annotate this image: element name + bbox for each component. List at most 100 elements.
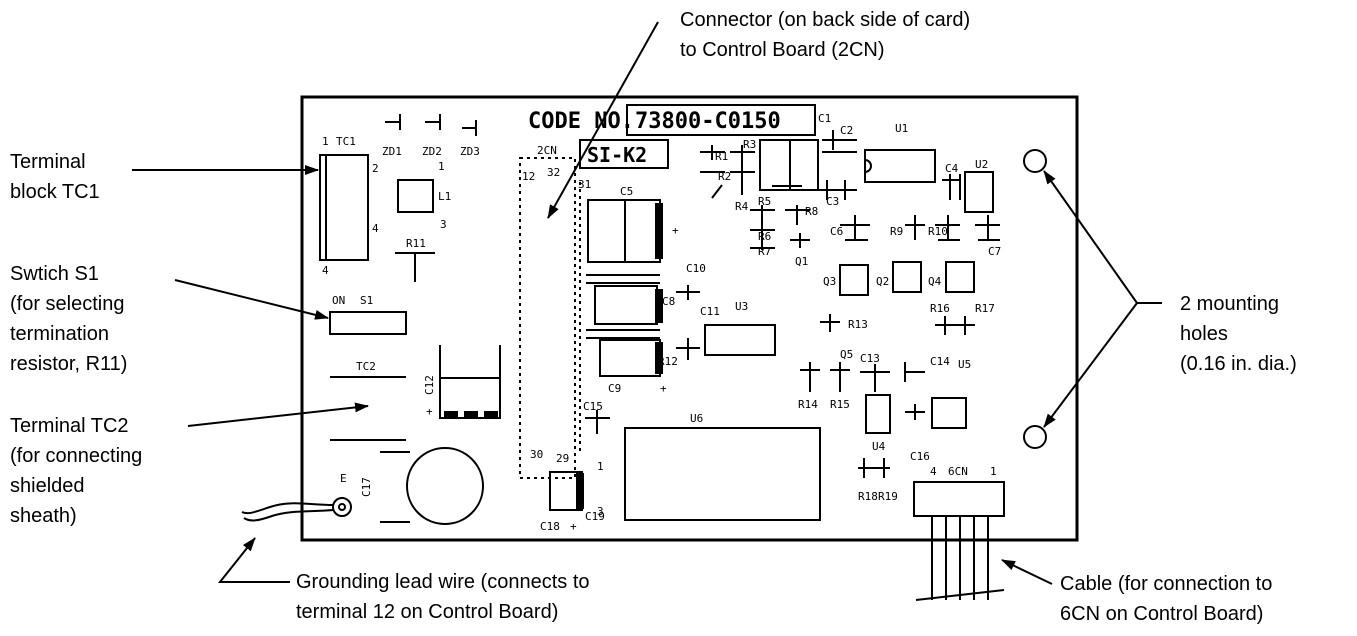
c11-mark: C11 <box>700 305 720 318</box>
r11-mark: R11 <box>406 237 426 250</box>
c8-mark: C8 <box>662 295 675 308</box>
u2-mark: U2 <box>975 158 988 171</box>
c18-band <box>576 473 584 509</box>
c17-mark: C17 <box>360 477 373 497</box>
c12-mark: C12 <box>423 375 436 395</box>
grounding-label-line1: Grounding lead wire (connects to <box>296 571 590 593</box>
c6-mark: C6 <box>830 225 843 238</box>
cn6-pin1: 1 <box>990 465 997 478</box>
connector-label-line2: to Control Board (2CN) <box>680 39 885 61</box>
switch-arrow <box>174 279 329 320</box>
capacitor-c12: C12 + <box>423 345 501 419</box>
switch-label-line2: (for selecting <box>10 293 125 315</box>
c2-mark: C2 <box>840 124 853 137</box>
c18-mark: C18 <box>540 520 560 533</box>
board-outline <box>300 95 1079 542</box>
r7-mark: R7 <box>758 245 771 258</box>
resistor-r11 <box>395 252 435 282</box>
r19-mark: R19 <box>878 490 898 503</box>
model-label: SI-K2 <box>587 143 647 167</box>
r1-mark: R1 <box>715 150 728 163</box>
switch-label-line3: termination <box>10 323 109 345</box>
terminal-tc2-label-line4: sheath) <box>10 505 77 527</box>
c16-mark: C16 <box>910 450 930 463</box>
connector-2cn-outline <box>519 157 576 479</box>
q3-mark: Q3 <box>823 275 836 288</box>
cn2-pin12: 12 <box>522 170 535 183</box>
q1-mark: Q1 <box>795 255 808 268</box>
u6-mark: U6 <box>690 412 703 425</box>
r2-mark: R2 <box>718 170 731 183</box>
code-prefix: CODE NO. <box>528 109 634 134</box>
connector-arrow <box>547 21 659 219</box>
cn2-pin32: 32 <box>547 166 560 179</box>
upper-right-components: R1 R2 R3 R4 R5 R6 R7 R8 C1 C2 C3 U1 C4 U… <box>700 112 1001 296</box>
r6-mark: R6 <box>758 230 771 243</box>
c13-mark: C13 <box>860 352 880 365</box>
inductor-l1 <box>397 179 434 213</box>
c5-plus: + <box>672 224 679 237</box>
ground-eyelet-inner <box>338 503 346 511</box>
c12-plus: + <box>426 405 433 418</box>
capacitor-c10 <box>586 274 660 284</box>
l1-mark: L1 <box>438 190 451 203</box>
u6-pin3: 3 <box>597 505 604 518</box>
c3-mark: C3 <box>826 195 839 208</box>
mounting-arrow-top <box>1043 170 1138 304</box>
code-number: 73800-C0150 <box>635 109 781 134</box>
capacitor-c9: C9 + <box>586 329 667 395</box>
u4-mark: U4 <box>872 440 886 453</box>
s1-on-mark: ON <box>332 294 345 307</box>
terminal-block-label-line2: block TC1 <box>10 181 100 203</box>
switch-label-line1: Swtich S1 <box>10 263 99 285</box>
mounting-hole-bottom <box>1023 425 1047 449</box>
zd1-mark: ZD1 <box>382 145 402 158</box>
cable-label-line1: Cable (for connection to <box>1060 573 1272 595</box>
terminal-tc2: TC2 <box>330 360 406 441</box>
capacitor-c17 <box>406 447 484 525</box>
cn2-pin30: 30 <box>530 448 543 461</box>
terminal-tc2-label-line2: (for connecting <box>10 445 142 467</box>
mounting-arrow-bottom <box>1043 302 1138 428</box>
capacitor-c15 <box>585 410 610 434</box>
c7-mark: C7 <box>988 245 1001 258</box>
c9-plus: + <box>660 382 667 395</box>
c14-mark: C14 <box>930 355 950 368</box>
terminal-block-tc1: TC1 1 2 4 4 <box>319 135 379 277</box>
zener-diodes: ZD1 ZD2 ZD3 1 <box>382 114 480 173</box>
u6-pin1: 1 <box>597 460 604 473</box>
mounting-hole-top <box>1023 149 1047 173</box>
q2-mark: Q2 <box>876 275 889 288</box>
lower-right-components: R13 R16 R17 Q5 C13 C14 U5 R14 R15 U4 C16… <box>798 302 995 503</box>
c19-mark: C19 <box>585 510 605 523</box>
tc1-pin1: 1 <box>322 135 329 148</box>
c17-leads <box>380 451 410 523</box>
r16-mark: R16 <box>930 302 950 315</box>
q5-mark: Q5 <box>840 348 853 361</box>
c9-mark: C9 <box>608 382 621 395</box>
zd3-mark: ZD3 <box>460 145 480 158</box>
mounting-label-line2: holes <box>1180 323 1228 345</box>
c8-band <box>655 289 663 323</box>
u3-mark: U3 <box>735 300 748 313</box>
tc1-pin4-bottom: 4 <box>322 264 329 277</box>
r5-mark: R5 <box>758 195 771 208</box>
c4-mark: C4 <box>945 162 959 175</box>
cable <box>915 516 1005 601</box>
tc1-mark: TC1 <box>336 135 356 148</box>
u1-mark: U1 <box>895 122 908 135</box>
resistor-r12 <box>676 338 700 360</box>
circuit-board: CODE NO. 73800-C0150 SI-K2 TC1 1 2 4 4 Z… <box>300 95 1079 542</box>
u5-mark: U5 <box>958 358 971 371</box>
terminal-tc2-arrow <box>187 402 369 427</box>
q4-mark: Q4 <box>928 275 942 288</box>
r4-mark: R4 <box>735 200 749 213</box>
callout-labels: Connector (on back side of card) to Cont… <box>10 9 1297 625</box>
r15-mark: R15 <box>830 398 850 411</box>
cn2-mark: 2CN <box>537 144 557 157</box>
s1-mark: S1 <box>360 294 373 307</box>
terminal-tc2-label-line1: Terminal TC2 <box>10 415 129 437</box>
tc1-pin2: 2 <box>372 162 379 175</box>
